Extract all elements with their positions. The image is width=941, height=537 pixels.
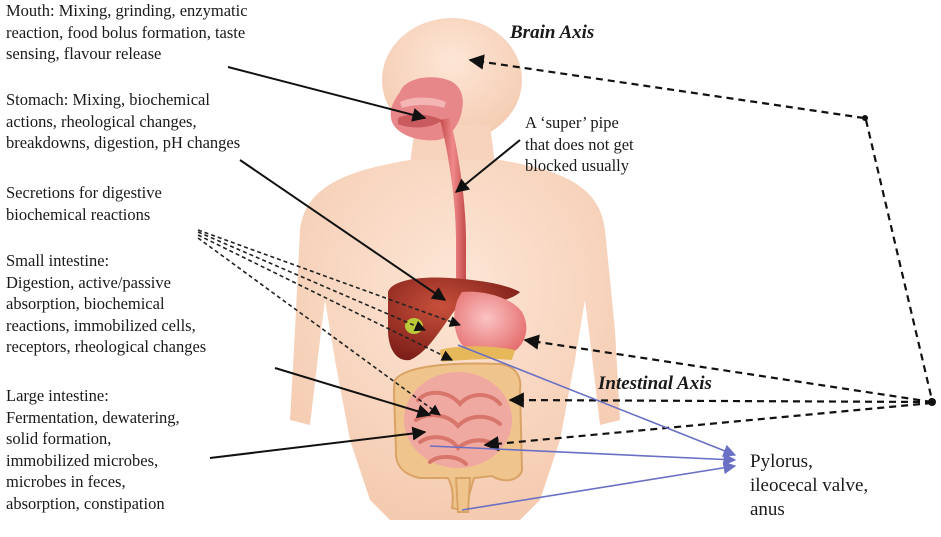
small-intestine-label-line: Digestion, active/passive [6, 272, 171, 292]
mouth-label-line: reaction, food bolus formation, taste [6, 22, 246, 42]
super-pipe-label: A ‘super’ pipe that does not get blocked… [525, 112, 634, 177]
stomach-label-line: Stomach: Mixing, biochemical [6, 90, 210, 109]
axis-junction-dot [928, 398, 936, 406]
stomach [454, 291, 527, 358]
small-intestine-label-line: reactions, immobilized cells, [6, 315, 196, 335]
small-intestine-label-line: receptors, rheological changes [6, 337, 207, 356]
rectum [454, 477, 472, 513]
stomach-label-line: breakdowns, digestion, pH changes [6, 133, 241, 152]
secretions-label-line: biochemical reactions [6, 204, 151, 224]
sphincters-label: Pylorus, ileocecal valve, anus [750, 450, 868, 522]
brain-axis-title: Brain Axis [510, 22, 595, 43]
axis-corner-dot [862, 115, 868, 121]
pancreas [440, 346, 515, 362]
sphincters-label-line: ileocecal valve, [750, 475, 869, 496]
stomach-label-line: actions, rheological changes, [6, 111, 197, 131]
mouth-label-line: sensing, flavour release [6, 44, 162, 63]
sphincters-label-line: Pylorus, [750, 451, 813, 472]
mouth-label-line: Mouth: Mixing, grinding, enzymatic [6, 1, 248, 20]
small-intestine-label-line: Small intestine: [6, 251, 110, 270]
brain-axis-arrows [468, 54, 934, 452]
secretions-label: Secretions for digestive biochemical rea… [6, 182, 162, 225]
small-intestine-label-line: absorption, biochemical [6, 294, 165, 313]
large-intestine-label: Large intestine: Fermentation, dewaterin… [6, 385, 180, 514]
large-intestine-label-line: Fermentation, dewatering, [6, 407, 180, 427]
large-intestine-label-line: Large intestine: [6, 386, 109, 405]
small-intestine [404, 372, 512, 468]
small-intestine-label: Small intestine: Digestion, active/passi… [6, 250, 206, 358]
solid-leader-lines [209, 66, 521, 459]
secretions-label-line: Secretions for digestive [6, 183, 162, 202]
large-intestine-label-line: immobilized microbes, [6, 450, 159, 470]
esophagus [440, 118, 466, 290]
super-pipe-label-line: that does not get [525, 134, 634, 154]
super-pipe-label-line: A ‘super’ pipe [525, 113, 619, 132]
sphincter-arrows [429, 344, 737, 511]
stomach-label: Stomach: Mixing, biochemical actions, rh… [6, 89, 240, 154]
intestinal-axis-title: Intestinal Axis [598, 373, 712, 394]
gallbladder [405, 318, 423, 334]
secretion-dashed-lines [197, 229, 462, 416]
large-intestine-label-line: solid formation, [6, 429, 112, 448]
large-intestine-label-line: microbes in feces, [6, 472, 126, 491]
large-intestine-label-line: absorption, constipation [6, 493, 165, 513]
sphincters-label-line: anus [750, 499, 785, 520]
super-pipe-label-line: blocked usually [525, 156, 630, 175]
mouth-label: Mouth: Mixing, grinding, enzymatic react… [6, 0, 248, 65]
